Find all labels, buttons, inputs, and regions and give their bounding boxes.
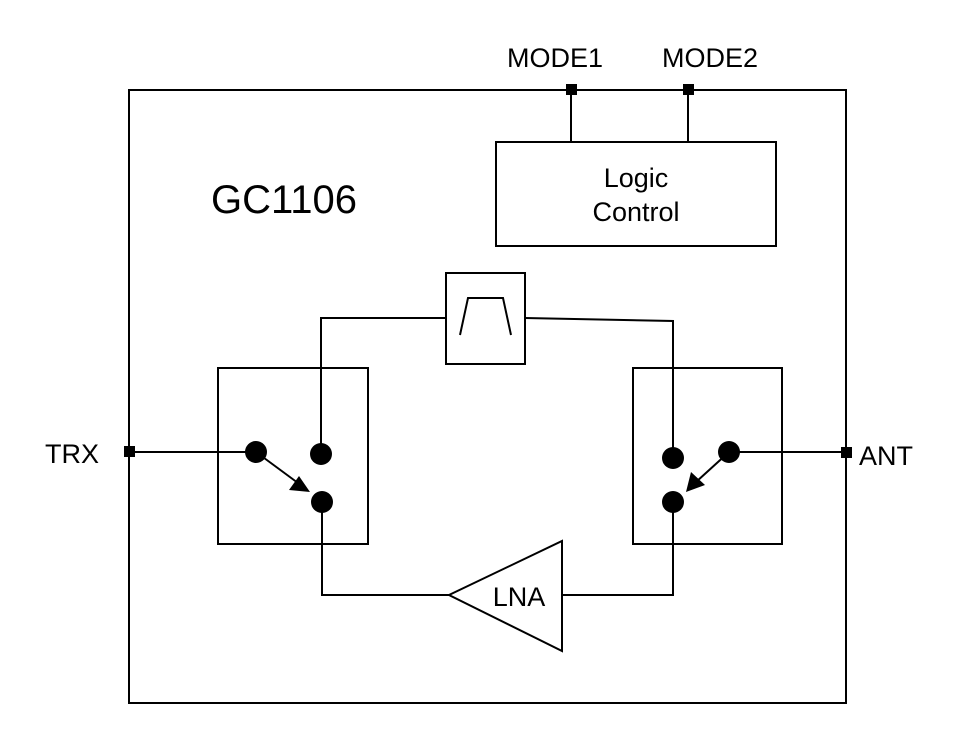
lna-label: LNA [493,582,546,612]
logic-control-label-line1: Logic [604,163,669,193]
mode1-pin-label: MODE1 [507,43,603,73]
logic-control-block [495,141,777,247]
filter-right-wire [524,317,674,458]
lna-input-wire [562,502,674,596]
trx-pin [124,446,135,457]
mode1-pin [566,84,577,95]
filter-left-wire [320,317,446,454]
lna-output-wire [321,502,449,596]
ant-switch-arrowhead [686,472,705,492]
chip-name: GC1106 [211,178,357,222]
trx-switch-block [217,367,369,545]
trx-switch-arm [255,451,299,484]
mode2-pin-label: MODE2 [662,43,758,73]
ant-pin [841,447,852,458]
lna-amplifier [446,539,563,653]
logic-control-label-line2: Control [592,197,679,227]
ant-switch-block [632,367,783,545]
trx-switch-arrowhead [289,476,310,492]
trx-pin-label: TRX [45,439,99,469]
bandpass-filter-icon [459,297,512,336]
ant-switch-arm [695,451,730,483]
ant-switch-filter-contact [662,447,684,469]
ant-pin-label: ANT [859,441,913,471]
chip-outline [128,89,847,704]
trx-switch-filter-contact [310,443,332,465]
filter-block [445,272,526,365]
mode2-pin [683,84,694,95]
